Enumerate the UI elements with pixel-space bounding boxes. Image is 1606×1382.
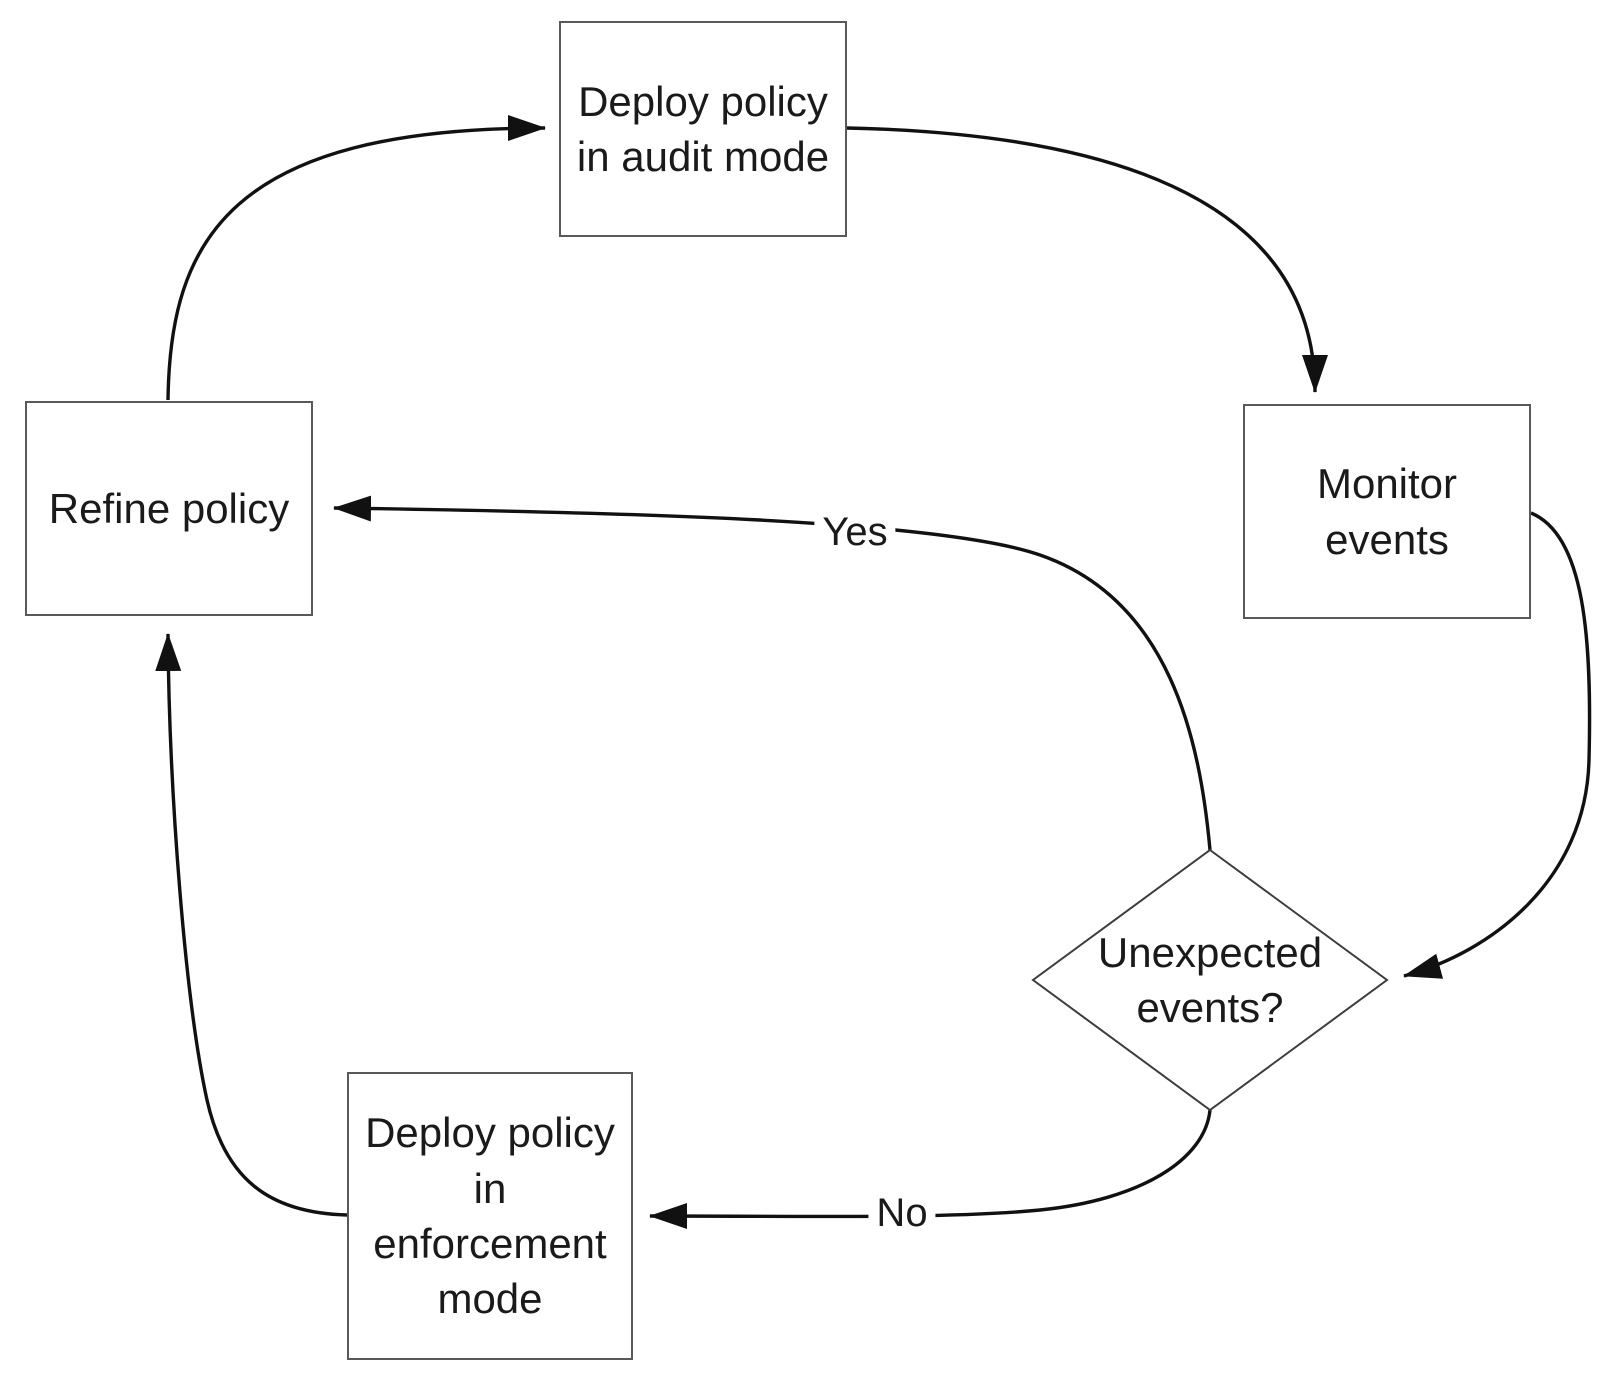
edge-decision-yes-to-refine bbox=[333, 495, 1212, 851]
edge-decision-no-to-enforce bbox=[649, 1109, 1212, 1230]
node-refine-policy-label: Refine policy bbox=[48, 484, 290, 532]
edge-monitor-to-decision bbox=[1403, 511, 1592, 979]
node-deploy-audit-mode: Deploy policy in audit mode bbox=[559, 21, 847, 237]
edge-label-no: No bbox=[868, 1191, 936, 1235]
node-deploy-enforcement-mode: Deploy policy in enforcement mode bbox=[347, 1072, 633, 1360]
edge-enforce-to-refine bbox=[155, 633, 348, 1217]
node-refine-policy: Refine policy bbox=[25, 401, 313, 616]
node-deploy-enforcement-mode-label: Deploy policy in enforcement mode bbox=[365, 1109, 615, 1323]
node-monitor-events: Monitor events bbox=[1243, 404, 1531, 619]
edge-refine-to-audit bbox=[166, 115, 546, 401]
node-monitor-events-label: Monitor events bbox=[1316, 460, 1458, 563]
decision-diamond-shape bbox=[1031, 848, 1389, 1112]
edge-label-yes: Yes bbox=[814, 510, 896, 554]
edge-audit-to-monitor bbox=[846, 126, 1328, 393]
node-deploy-audit-mode-label: Deploy policy in audit mode bbox=[576, 77, 830, 180]
